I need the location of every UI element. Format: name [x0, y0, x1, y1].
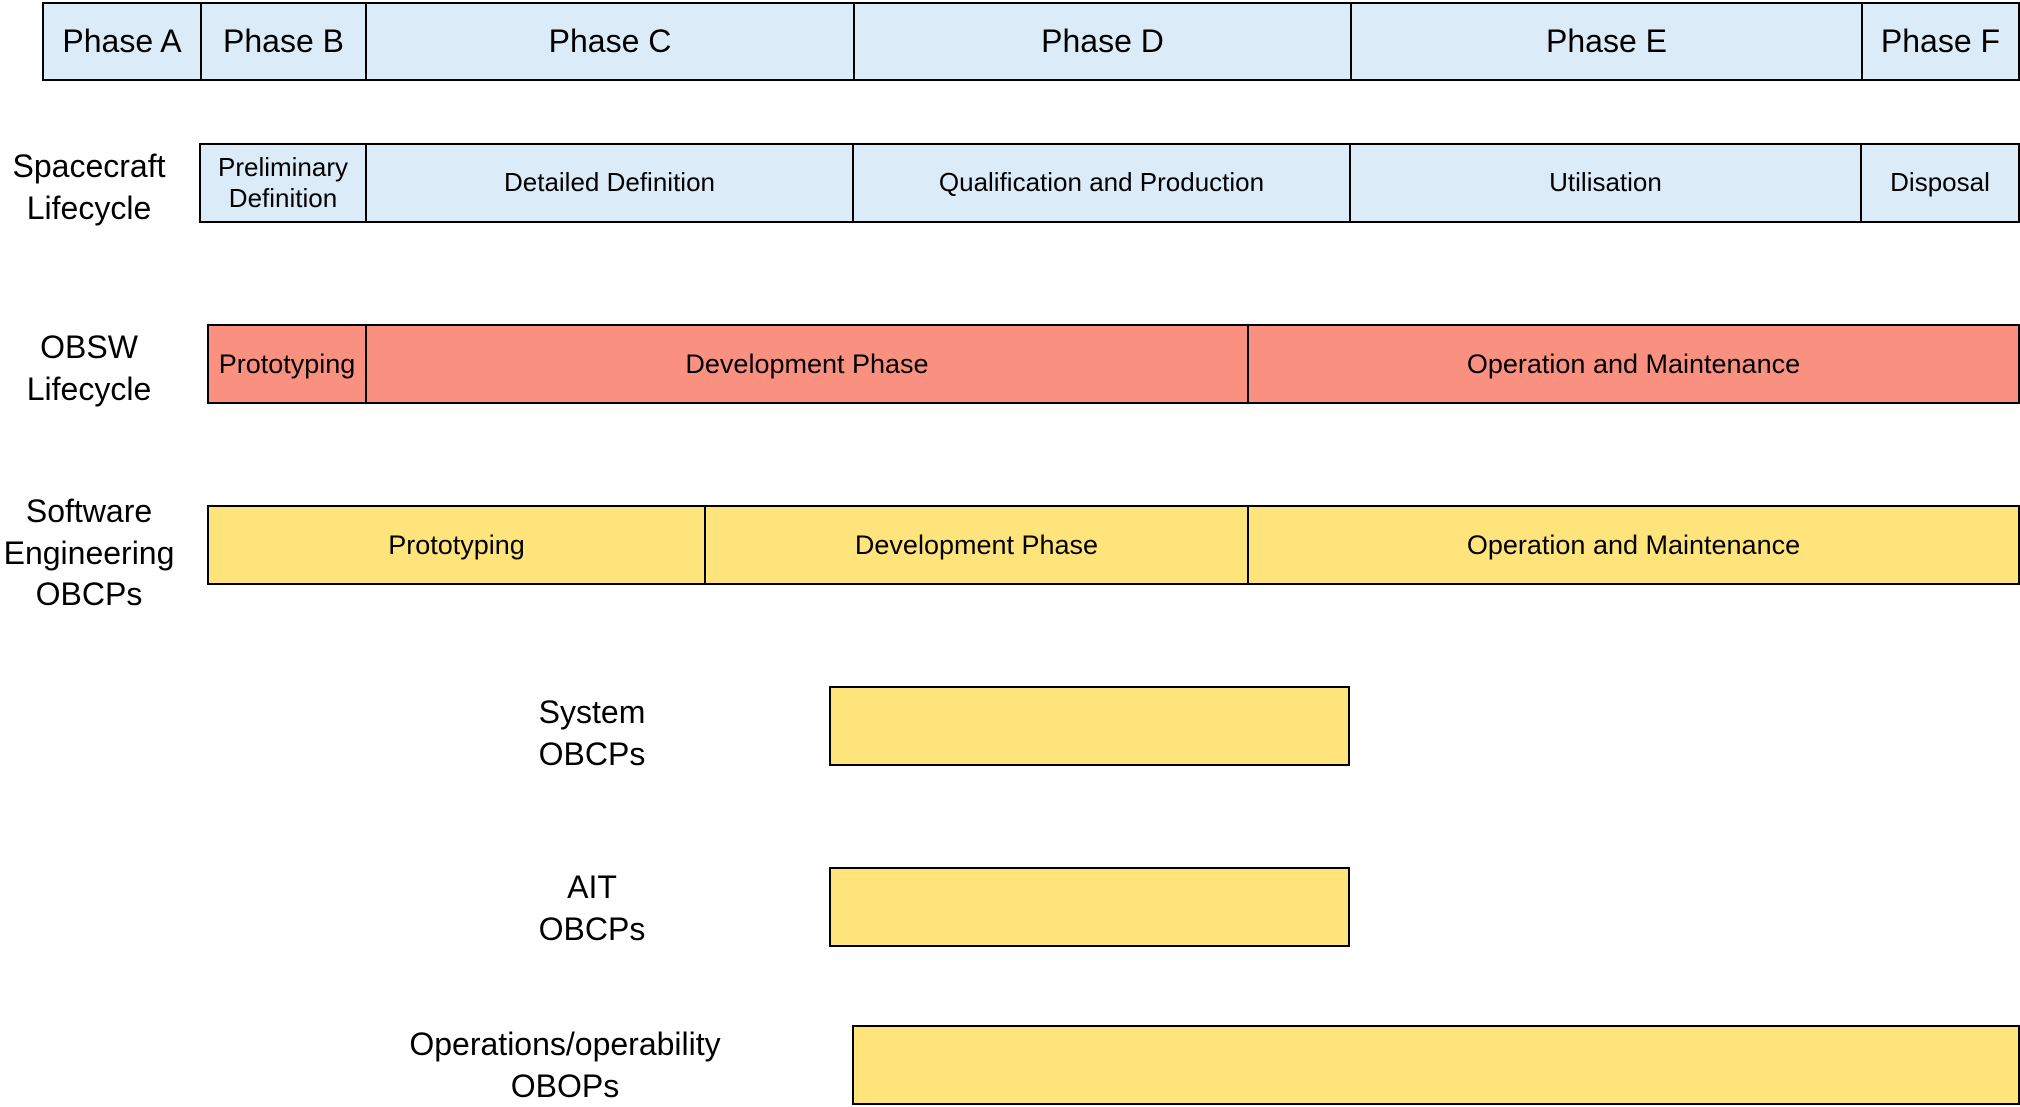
spacecraft-lifecycle-label: Spacecraft Lifecycle [12, 148, 166, 226]
se-development-cell: Development Phase [706, 507, 1249, 583]
obsw-lifecycle-label: OBSW Lifecycle [26, 329, 152, 407]
operations-obops-label: Operations/operability OBOPs [409, 1026, 721, 1104]
software-engineering-obcps-row: Prototyping Development Phase Operation … [207, 505, 2020, 585]
phase-a-cell: Phase A [44, 4, 202, 79]
ait-obcps-bar [829, 867, 1350, 947]
utilisation-cell: Utilisation [1351, 145, 1862, 221]
software-engineering-obcps-label: Software Engineering OBCPs [3, 493, 175, 613]
spacecraft-lifecycle-row: Preliminary Definition Detailed Definiti… [199, 143, 2020, 223]
phase-f-cell: Phase F [1863, 4, 2018, 79]
phase-d-cell: Phase D [855, 4, 1352, 79]
phase-b-cell: Phase B [202, 4, 367, 79]
obsw-prototyping-cell: Prototyping [209, 326, 367, 402]
detailed-definition-cell: Detailed Definition [367, 145, 854, 221]
disposal-cell: Disposal [1862, 145, 2018, 221]
qualification-production-cell: Qualification and Production [854, 145, 1351, 221]
phase-c-cell: Phase C [367, 4, 855, 79]
se-operation-maintenance-cell: Operation and Maintenance [1249, 507, 2018, 583]
obsw-operation-maintenance-cell: Operation and Maintenance [1249, 326, 2018, 402]
ait-obcps-label: AIT OBCPs [538, 869, 646, 947]
phase-e-cell: Phase E [1352, 4, 1863, 79]
phase-header-row: Phase A Phase B Phase C Phase D Phase E … [42, 2, 2020, 81]
system-obcps-bar [829, 686, 1350, 766]
obsw-development-cell: Development Phase [367, 326, 1249, 402]
system-obcps-label: System OBCPs [538, 694, 646, 772]
obsw-lifecycle-row: Prototyping Development Phase Operation … [207, 324, 2020, 404]
preliminary-definition-cell: Preliminary Definition [201, 145, 367, 221]
se-prototyping-cell: Prototyping [209, 507, 706, 583]
operations-obops-bar [852, 1025, 2020, 1105]
